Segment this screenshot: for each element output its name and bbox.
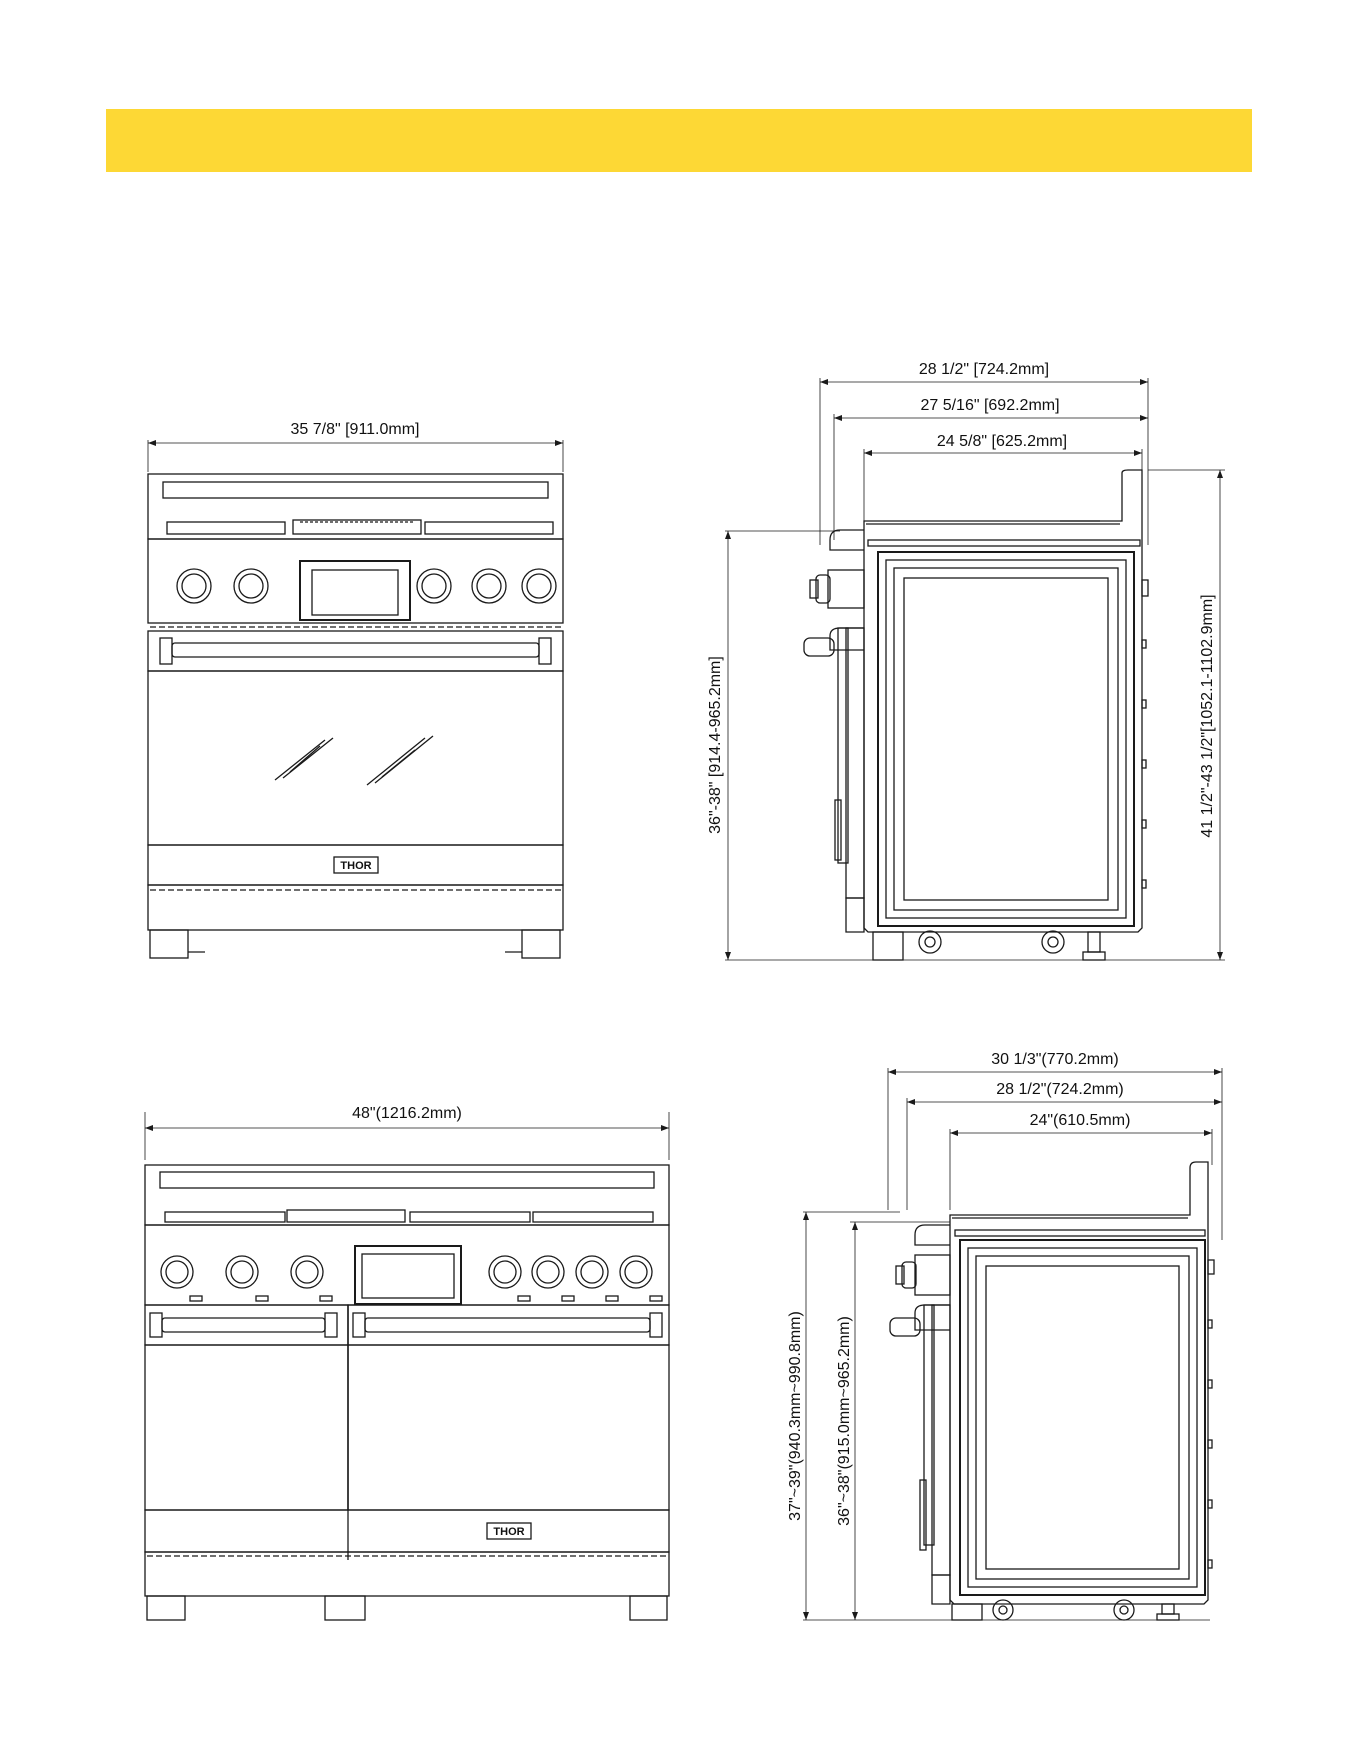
side-36-depth-mid: 27 5/16" [692.2mm] [920, 397, 1059, 414]
side-48-depth-body: 24"(610.5mm) [1030, 1112, 1131, 1129]
side-view-48: 30 1/3"(770.2mm) 28 1/2"(724.2mm) 24"(61… [787, 1051, 1222, 1620]
side-48-depth-overall: 30 1/3"(770.2mm) [991, 1051, 1119, 1068]
side-36-depth-overall: 28 1/2" [724.2mm] [919, 361, 1049, 378]
side-36-height-cooktop: 36"-38" [914.4-965.2mm] [707, 656, 724, 834]
side-36-depth-body: 24 5/8" [625.2mm] [937, 433, 1067, 450]
front-48-logo: THOR [493, 1526, 524, 1538]
front-36-width-label: 35 7/8" [911.0mm] [290, 421, 419, 438]
side-36-height-backguard: 41 1/2"-43 1/2"[1052.1-1102.9mm] [1199, 594, 1216, 837]
front-view-36: 35 7/8" [911.0mm] THOR [148, 421, 563, 958]
side-48-height-backguard: 37"~39"(940.3mm~990.8mm) [787, 1311, 804, 1521]
front-36-logo: THOR [340, 860, 371, 872]
front-48-width-label: 48"(1216.2mm) [352, 1105, 462, 1122]
side-48-depth-mid: 28 1/2"(724.2mm) [996, 1081, 1124, 1098]
side-view-36: 28 1/2" [724.2mm] 27 5/16" [692.2mm] 24 … [707, 361, 1225, 960]
side-48-height-cooktop: 36"~38"(915.0mm~965.2mm) [836, 1316, 853, 1526]
front-view-48: 48"(1216.2mm) [145, 1105, 669, 1620]
